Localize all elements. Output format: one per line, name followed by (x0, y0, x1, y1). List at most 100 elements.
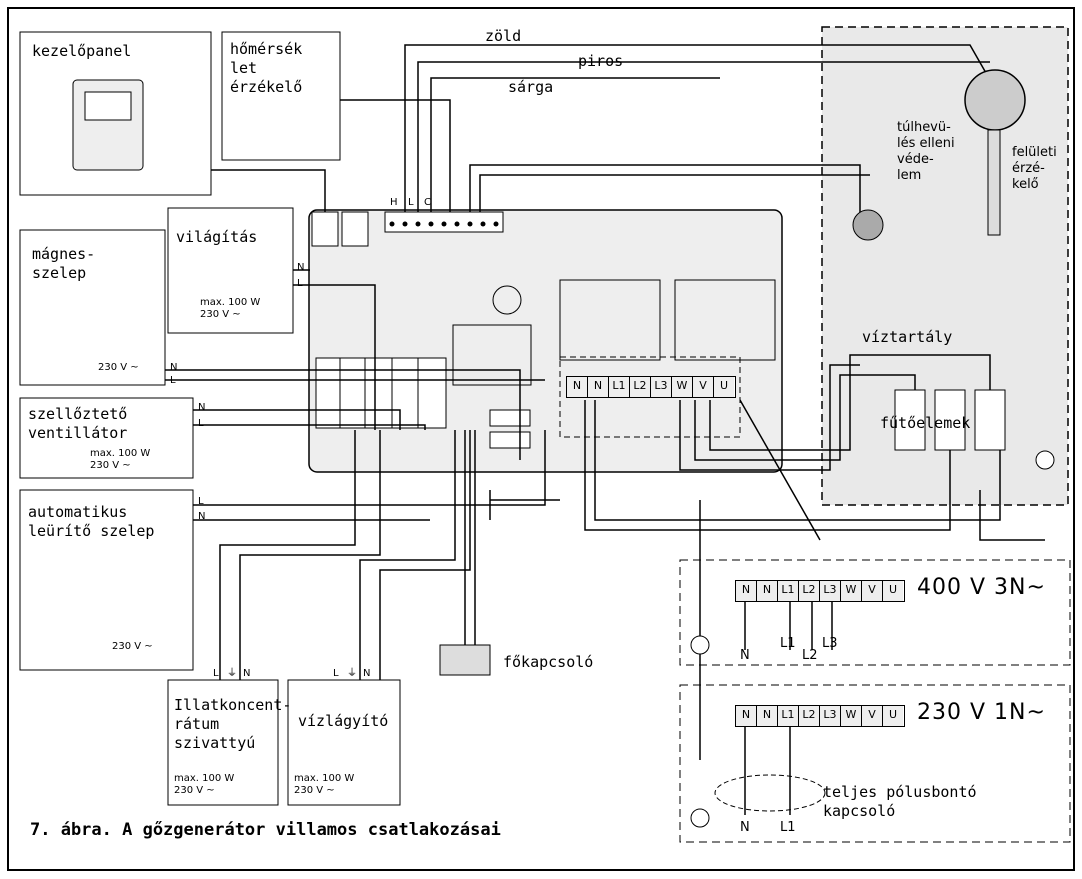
terminal-block-board: N N L1 L2 L3 W V U (566, 376, 736, 398)
label-temp-sensor: hőmérsék let érzékelő (230, 40, 303, 96)
label-allpole-switch: teljes pólusbontó kapcsoló (823, 783, 977, 820)
terminal: U (883, 706, 903, 726)
ground-symbol-400 (690, 635, 710, 655)
caption: 7. ábra. A gőzgenerátor villamos csatlak… (30, 820, 501, 840)
supply-400-box (679, 559, 1071, 666)
relay-2 (674, 279, 776, 361)
label-red: piros (578, 52, 624, 70)
label-green: zöld (485, 27, 522, 45)
terminal: N (567, 377, 588, 397)
pin-h: H (390, 197, 398, 208)
terminal: V (693, 377, 714, 397)
connector-pins (389, 221, 499, 227)
label-aroma-pump: Illatkoncent- rátum szivattyú (174, 696, 292, 752)
label-overheat: túlhevü- lés elleni véde- lem (897, 120, 955, 183)
label-heating-elements: fűtőelemek (880, 414, 971, 432)
terminal: N (736, 706, 757, 726)
terminal: L2 (799, 706, 820, 726)
terminal: N (757, 581, 778, 601)
ground-symbol-230 (690, 808, 710, 828)
label-softener-spec: max. 100 W 230 V ~ (294, 773, 355, 796)
solenoid-box (19, 229, 166, 386)
wires (165, 44, 1045, 760)
terminal: L1 (778, 581, 799, 601)
supply-230-box (679, 684, 1071, 843)
output-terminals (315, 357, 447, 429)
fan-box (19, 397, 194, 479)
legend-400-l2: L2 (802, 648, 818, 663)
pin-lighting-l: L (297, 278, 303, 289)
pin-softener-gnd: ⏚ (347, 668, 357, 679)
label-lighting-spec: max. 100 W 230 V ~ (200, 297, 261, 320)
main-switch-device (439, 644, 491, 676)
label-lighting: világítás (176, 228, 258, 246)
transformer (452, 324, 532, 386)
pin-aroma-gnd: ⏚ (227, 668, 237, 679)
terminal: V (862, 706, 883, 726)
terminal: L3 (820, 581, 841, 601)
label-drain-spec: 230 V ~ (112, 641, 153, 652)
legend-400-n: N (740, 648, 750, 663)
pin-lighting-n: N (297, 262, 305, 273)
outer-frame (7, 7, 1075, 871)
ground-symbol-tank (1035, 450, 1055, 470)
supply-230-voltage: 230 V 1N~ (917, 700, 1046, 725)
pin-aroma-n: N (243, 668, 251, 679)
label-yellow: sárga (508, 78, 554, 96)
terminal: W (841, 706, 862, 726)
terminal: V (862, 581, 883, 601)
allpole-switch-ellipse (714, 774, 826, 812)
terminal: N (757, 706, 778, 726)
label-fan: szellőztető ventillátor (28, 405, 128, 442)
terminal: L1 (778, 706, 799, 726)
label-drain-valve: automatikus leürítő szelep (28, 503, 155, 540)
pin-softener-n: N (363, 668, 371, 679)
terminal: N (588, 377, 609, 397)
pin-drain-n: N (198, 511, 206, 522)
pin-aroma-l: L (213, 668, 219, 679)
label-main-switch: főkapcsoló (503, 653, 594, 671)
label-aroma-spec: max. 100 W 230 V ~ (174, 773, 235, 796)
legend-230-n: N (740, 820, 750, 835)
aroma-pump-box (167, 679, 279, 806)
temp-sensor-box (221, 31, 341, 161)
terminal: L2 (799, 581, 820, 601)
terminal: W (672, 377, 693, 397)
pin-solenoid-l: L (170, 375, 176, 386)
supply-400-voltage: 400 V 3N~ (917, 575, 1046, 600)
drain-valve-box (19, 489, 194, 671)
softener-box (287, 679, 401, 806)
label-solenoid-spec: 230 V ~ (98, 362, 139, 373)
terminal-block-230: N N L1 L2 L3 W V U (735, 705, 905, 727)
label-water-tank: víztartály (862, 328, 953, 346)
label-control-panel: kezelőpanel (32, 42, 132, 60)
socket-2 (341, 211, 369, 247)
label-softener: vízlágyító (298, 712, 389, 730)
legend-400-l3: L3 (822, 636, 838, 651)
legend-230-l1: L1 (780, 820, 796, 835)
terminal: L3 (820, 706, 841, 726)
pin-c: C (424, 197, 431, 208)
pin-drain-l: L (198, 496, 204, 507)
legend-400-l1: L1 (780, 636, 796, 651)
pin-softener-l: L (333, 668, 339, 679)
terminal: L2 (630, 377, 651, 397)
label-fan-spec: max. 100 W 230 V ~ (90, 448, 151, 471)
lighting-box (167, 207, 294, 334)
fuse-holder (492, 285, 522, 315)
socket-1 (311, 211, 339, 247)
heating-element-3 (974, 389, 1006, 451)
supply-400-wires (744, 600, 833, 815)
terminal: N (736, 581, 757, 601)
terminal-group (559, 356, 741, 438)
heating-element-2 (934, 389, 966, 451)
label-solenoid: mágnes- szelep (32, 245, 96, 282)
terminal: W (841, 581, 862, 601)
terminal: L3 (651, 377, 672, 397)
pin-fan-l: L (198, 418, 204, 429)
relay-1 (559, 279, 661, 361)
terminal: U (714, 377, 734, 397)
terminal-block-400: N N L1 L2 L3 W V U (735, 580, 905, 602)
sensor-probe (852, 209, 884, 241)
